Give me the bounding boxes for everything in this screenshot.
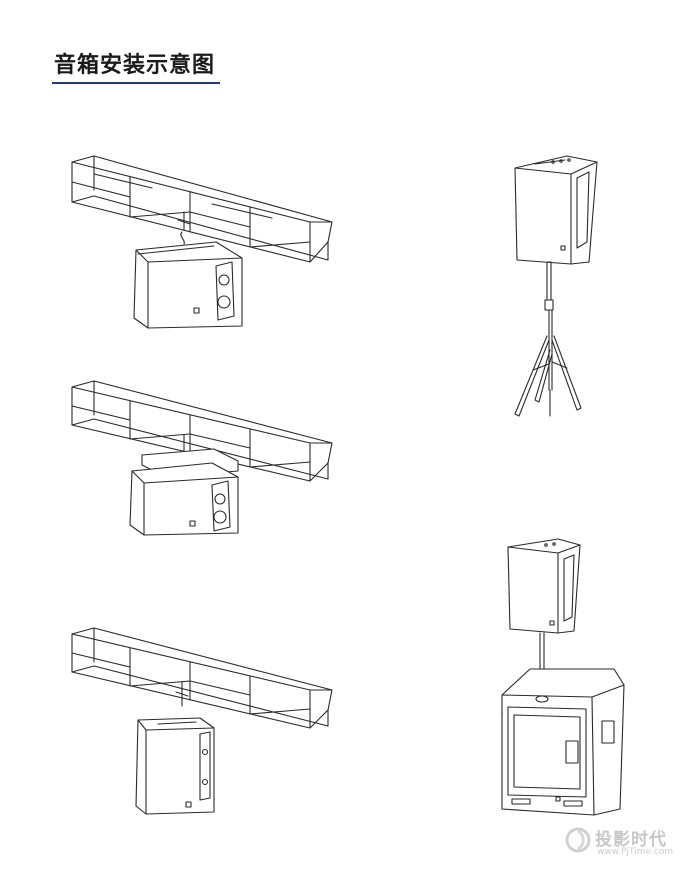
- page-title: 音箱安装示意图: [54, 53, 216, 78]
- watermark-url: www.PjTime.com: [597, 847, 674, 857]
- watermark-text: 投影时代: [595, 830, 667, 850]
- tripod-stand-figure: [505, 150, 605, 440]
- speaker-icon: [514, 155, 598, 265]
- speaker-icon: [129, 462, 239, 536]
- truss-hang-wide-figure: [66, 150, 336, 335]
- subwoofer-icon: [501, 668, 625, 816]
- truss-hang-bracket-figure: [66, 375, 336, 540]
- pjtime-logo-icon: [565, 827, 591, 853]
- subwoofer-pole-figure: [494, 535, 634, 820]
- truss-hang-vertical-figure: [66, 622, 336, 822]
- speaker-icon: [135, 717, 215, 815]
- truss-icon: [71, 627, 333, 729]
- clamp-icon: [177, 211, 191, 245]
- speaker-icon: [133, 241, 243, 329]
- tripod-icon: [514, 261, 582, 417]
- title-underline: [52, 82, 220, 84]
- speaker-icon: [507, 538, 581, 634]
- clamp-icon: [175, 681, 189, 707]
- watermark: 投影时代 www.PjTime.com: [565, 825, 685, 865]
- truss-icon: [71, 155, 333, 263]
